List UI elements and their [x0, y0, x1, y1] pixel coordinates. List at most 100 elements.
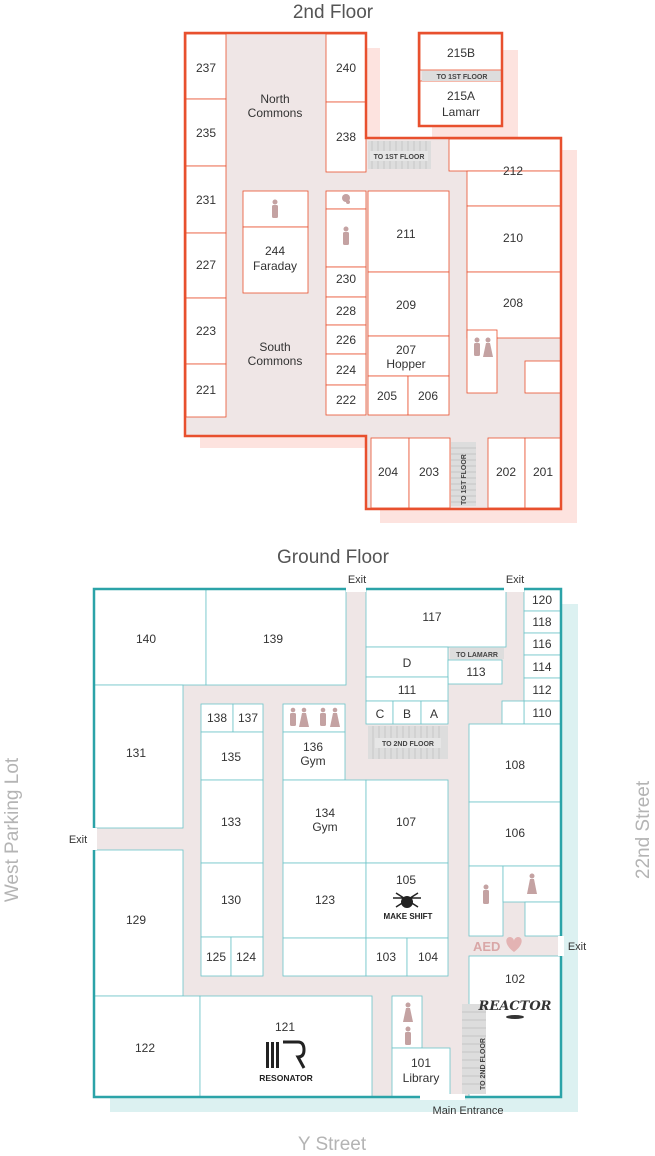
room-211[interactable]	[367, 190, 450, 273]
room-name: Faraday	[253, 259, 297, 273]
room-number: 101	[411, 1056, 431, 1070]
room-135[interactable]	[200, 731, 264, 781]
room-111[interactable]	[365, 676, 449, 702]
stairs-2f-bottom[interactable]: TO 1ST FLOOR	[451, 442, 476, 506]
room-240[interactable]	[325, 33, 367, 103]
room-label: 140	[136, 632, 156, 646]
room-label: 137	[238, 711, 258, 725]
second-floor-outline	[183, 31, 563, 511]
stair-label: TO 1ST FLOOR	[437, 74, 488, 81]
second-floor-title: 2nd Floor	[293, 2, 374, 23]
room-223[interactable]	[185, 297, 227, 365]
room-117[interactable]	[365, 588, 507, 648]
room-107[interactable]	[365, 779, 449, 864]
room-closet[interactable]	[501, 700, 525, 725]
stairs-to-2nd-vertical[interactable]: TO 2ND FLOOR	[462, 1004, 487, 1094]
heart-icon	[506, 937, 522, 952]
room-101[interactable]	[391, 1047, 451, 1098]
room-131[interactable]	[93, 684, 184, 829]
restroom-icon	[290, 707, 296, 726]
room-122[interactable]	[93, 995, 201, 1098]
room-name: Gym	[312, 820, 337, 834]
room-244[interactable]	[242, 226, 309, 294]
street-22nd: 22nd Street	[633, 780, 654, 879]
restroom-208[interactable]	[466, 329, 498, 394]
room-a[interactable]	[420, 700, 449, 725]
room-small-2f[interactable]	[524, 360, 562, 394]
room-230[interactable]	[325, 266, 367, 298]
room-label: 208	[503, 296, 523, 310]
stairs-2f-mid[interactable]: TO 1ST FLOOR	[368, 141, 431, 169]
room-140[interactable]	[93, 588, 207, 686]
room-215a[interactable]	[419, 80, 503, 127]
lamarr-outline	[417, 31, 504, 128]
room-label: 212	[503, 164, 523, 178]
room-label: 222	[336, 393, 356, 407]
room-139[interactable]	[205, 588, 347, 686]
room-label: 103	[376, 950, 396, 964]
room-235[interactable]	[185, 98, 227, 167]
ground-floor-title: Ground Floor	[277, 547, 390, 568]
room-203[interactable]	[408, 437, 451, 509]
room-123-annex[interactable]	[282, 937, 367, 977]
room-label: B	[403, 707, 411, 721]
room-206[interactable]	[407, 375, 450, 416]
room-label: 131	[126, 746, 146, 760]
room-label: 203	[419, 465, 439, 479]
aed-marker: AED	[473, 937, 522, 954]
room-129[interactable]	[93, 849, 184, 997]
exit-gap	[346, 586, 366, 592]
restroom-icon	[272, 199, 278, 218]
stair-label: TO 2ND FLOOR	[382, 741, 434, 748]
room-label: 237	[196, 61, 216, 75]
room-104[interactable]	[406, 937, 449, 977]
room-label: 202	[496, 465, 516, 479]
room-121[interactable]	[199, 995, 373, 1098]
stairs-to-2nd[interactable]: TO 2ND FLOOR	[368, 726, 448, 759]
room-137[interactable]	[232, 703, 264, 733]
room-228[interactable]	[325, 296, 367, 326]
room-133[interactable]	[200, 779, 264, 864]
room-label: 135	[221, 750, 241, 764]
resonator-text: RESONATOR	[259, 1073, 313, 1083]
room-label: 105	[396, 873, 416, 887]
room-208[interactable]	[466, 271, 562, 339]
room-130[interactable]	[200, 862, 264, 938]
room-108[interactable]	[468, 723, 562, 803]
room-227[interactable]	[185, 232, 227, 299]
room-small-gf[interactable]	[524, 901, 562, 937]
room-222[interactable]	[325, 384, 367, 416]
room-label: 209	[396, 298, 416, 312]
room-label: 215B	[447, 46, 475, 60]
room-label: A	[430, 707, 438, 721]
room-212[interactable]	[466, 170, 562, 207]
room-221[interactable]	[185, 363, 227, 418]
restroom-icon	[299, 707, 309, 727]
room-label: 230	[336, 272, 356, 286]
room-label: 240	[336, 61, 356, 75]
stairs-to-lamarr[interactable]: TO LAMARR	[450, 648, 504, 659]
room-134[interactable]	[282, 779, 367, 864]
room-label: 235	[196, 126, 216, 140]
room-231[interactable]	[185, 165, 227, 234]
room-209[interactable]	[367, 271, 450, 337]
room-label: 226	[336, 333, 356, 347]
stairs-2f-top[interactable]: TO 1ST FLOOR	[422, 71, 502, 81]
room-224[interactable]	[325, 353, 367, 386]
room-label: 228	[336, 304, 356, 318]
room-125[interactable]	[200, 936, 232, 977]
room-113[interactable]	[447, 659, 503, 685]
stair-label: TO LAMARR	[456, 652, 498, 659]
room-207[interactable]	[367, 335, 450, 377]
room-205[interactable]	[367, 375, 409, 416]
stair-label: TO 1ST FLOOR	[374, 154, 425, 161]
room-226[interactable]	[325, 324, 367, 355]
room-210[interactable]	[466, 205, 562, 273]
restroom-icon	[474, 337, 480, 356]
room-label: 102	[505, 972, 525, 986]
room-124[interactable]	[230, 936, 264, 977]
room-label: 138	[207, 711, 227, 725]
exit-right: Exit	[568, 941, 586, 953]
room-label: 238	[336, 130, 356, 144]
aed-label: AED	[473, 939, 500, 954]
